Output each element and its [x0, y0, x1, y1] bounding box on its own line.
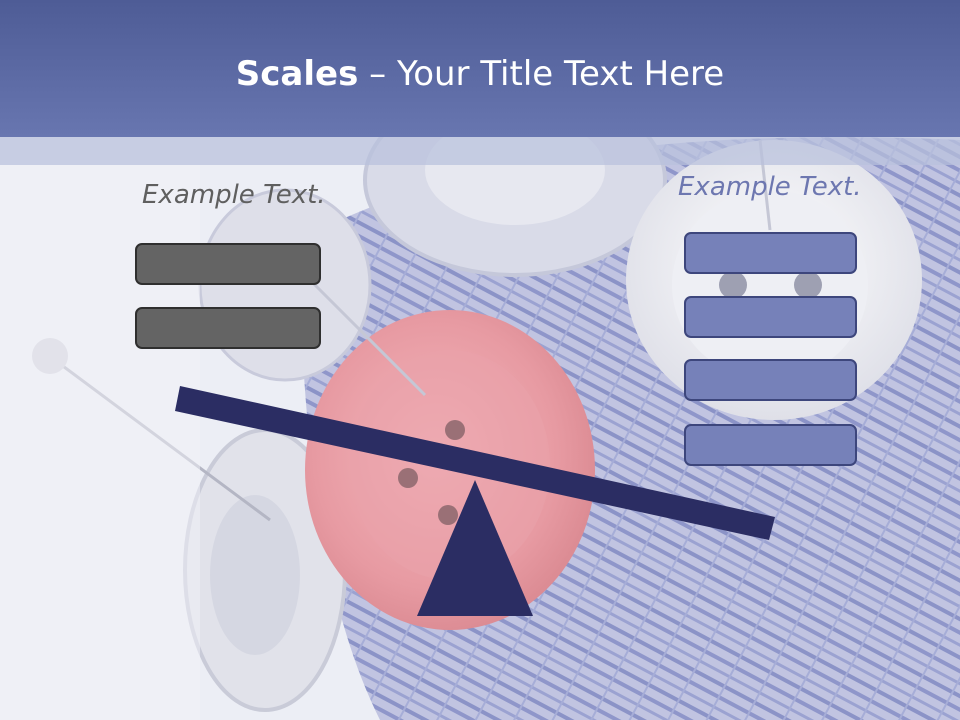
right-box-1[interactable] [684, 232, 857, 274]
title-bar-strip [0, 137, 960, 165]
left-label[interactable]: Example Text. [142, 180, 326, 210]
scale-fulcrum[interactable] [417, 480, 533, 616]
title-bar [0, 0, 960, 137]
left-box-1[interactable] [135, 243, 321, 285]
scale-beam[interactable] [175, 386, 775, 540]
right-label[interactable]: Example Text. [678, 172, 862, 202]
right-box-3[interactable] [684, 359, 857, 401]
title-bold: Scales [235, 54, 359, 94]
title-rest: – Your Title Text Here [358, 54, 725, 94]
slide-title[interactable]: Scales – Your Title Text Here [0, 52, 960, 96]
right-box-2[interactable] [684, 296, 857, 338]
right-box-4[interactable] [684, 424, 857, 466]
left-box-2[interactable] [135, 307, 321, 349]
